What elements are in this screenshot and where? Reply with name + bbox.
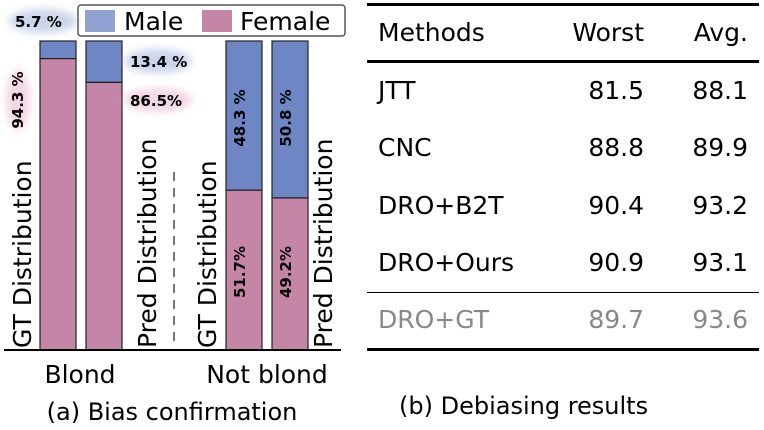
legend-swatch-male	[85, 10, 115, 32]
table-bottom-rule	[367, 348, 759, 351]
table-header-avg: Avg.	[693, 18, 748, 47]
bar-segment-male	[271, 40, 309, 199]
data-label-female: 49.2%	[277, 246, 295, 298]
bar-segment-female	[225, 189, 263, 351]
table-cell-value: 88.8	[588, 133, 644, 162]
table-cell-value: 89.9	[692, 133, 748, 162]
table-cell-method: DRO+B2T	[378, 191, 504, 220]
table-top-rule	[367, 3, 759, 6]
data-label-female: 94.3 %	[9, 71, 27, 128]
group-label-blond: Blond	[44, 360, 115, 389]
data-label-female: 51.7%	[231, 246, 249, 298]
table-cell-method: CNC	[378, 133, 432, 162]
bar-category-label: GT Distribution	[193, 160, 222, 348]
table-cell-value: 89.7	[588, 305, 644, 334]
bias-confirmation-chart: Male Female GT Distribution Pred Distribu…	[4, 4, 346, 426]
bar-category-label: Pred Distribution	[133, 139, 162, 348]
table-cell-value: 93.1	[692, 248, 748, 277]
caption-a: (a) Bias confirmation	[47, 398, 298, 426]
bar-segment-female	[39, 58, 77, 351]
bar-segment-female	[85, 81, 123, 351]
table-cell-value: 90.4	[588, 191, 644, 220]
data-label-male: 13.4 %	[130, 53, 187, 71]
group-label-not-blond: Not blond	[206, 360, 328, 389]
bar-segment-male	[225, 40, 263, 191]
table-cell-method: DRO+Ours	[378, 248, 515, 277]
table-header-methods: Methods	[378, 18, 485, 47]
bar-segment-female	[271, 197, 309, 351]
bar-segment-male	[85, 40, 123, 84]
bar-category-label: GT Distribution	[8, 160, 37, 348]
data-label-male: 50.8 %	[277, 89, 295, 146]
caption-b: (b) Debiasing results	[399, 392, 649, 420]
table-cell-method: DRO+GT	[378, 305, 489, 334]
data-label-male: 48.3 %	[231, 89, 249, 146]
bar-category-label: Pred Distribution	[309, 139, 338, 348]
table-cell-value: 88.1	[692, 76, 748, 105]
table-cell-method: JTT	[378, 76, 416, 105]
legend: Male Female	[77, 4, 346, 37]
data-label-female: 86.5%	[130, 92, 182, 110]
table-header-worst: Worst	[572, 18, 644, 47]
table-cell-value: 93.6	[692, 305, 748, 334]
table-cell-value: 90.9	[588, 248, 644, 277]
data-label-male: 5.7 %	[15, 13, 62, 31]
table-mid-rule	[367, 292, 759, 293]
table-cell-value: 81.5	[588, 76, 644, 105]
bar-segment-male	[39, 40, 77, 60]
legend-swatch-female	[202, 10, 232, 32]
table-cell-value: 93.2	[692, 191, 748, 220]
legend-male: Male	[124, 7, 183, 36]
legend-female: Female	[240, 7, 330, 36]
table-header-rule	[367, 60, 759, 63]
